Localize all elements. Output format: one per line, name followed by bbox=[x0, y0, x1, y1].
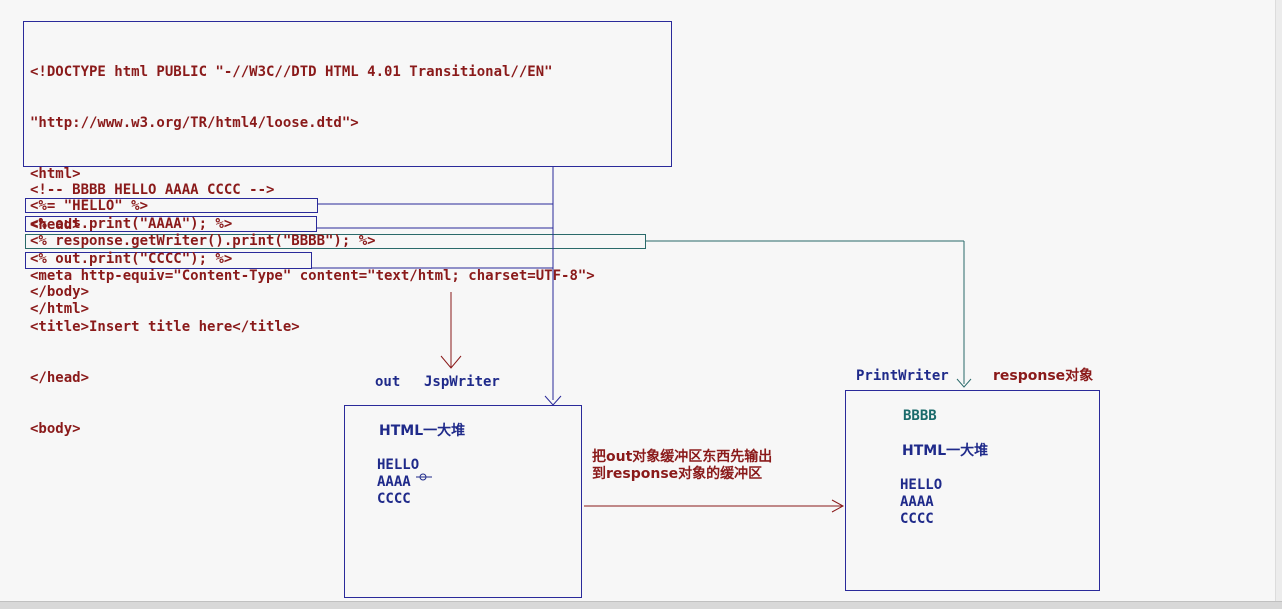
expr-hello-box bbox=[25, 198, 318, 213]
response-object-label: response对象 bbox=[993, 368, 1094, 384]
print-bbbb: <% response.getWriter().print("BBBB"); %… bbox=[30, 233, 376, 249]
expr-hello: <%= "HELLO" %> bbox=[30, 198, 149, 214]
code-line: <meta http-equiv="Content-Type" content=… bbox=[30, 268, 595, 284]
out-label: out bbox=[375, 374, 401, 390]
status-bar bbox=[0, 601, 1282, 609]
out-buffer-cccc: CCCC bbox=[377, 491, 411, 507]
print-aaaa: <% out.print("AAAA"); %> bbox=[30, 216, 233, 232]
code-line: </head> bbox=[30, 370, 90, 386]
transfer-arrow-head bbox=[831, 499, 845, 513]
out-buffer-html: HTML一大堆 bbox=[379, 423, 466, 439]
transfer-note-line1: 把out对象缓冲区东西先输出 bbox=[592, 449, 773, 465]
close-html: </html> bbox=[30, 301, 90, 317]
code-line: <html> bbox=[30, 166, 81, 182]
close-body: </body> bbox=[30, 284, 90, 300]
response-buffer-cccc: CCCC bbox=[900, 511, 934, 527]
response-buffer-bbbb: BBBB bbox=[903, 408, 937, 424]
jsp-comment: <!-- BBBB HELLO AAAA CCCC --> bbox=[30, 182, 275, 198]
response-buffer-box bbox=[845, 390, 1100, 591]
print-cccc: <% out.print("CCCC"); %> bbox=[30, 251, 233, 267]
out-buffer-box bbox=[344, 405, 582, 598]
code-line: <head> bbox=[30, 217, 81, 233]
out-buffer-aaaa: AAAA bbox=[377, 474, 411, 490]
arrow-to-response-box bbox=[956, 378, 972, 388]
response-buffer-html: HTML一大堆 bbox=[902, 443, 989, 459]
cursor-mark-circle bbox=[419, 473, 427, 481]
print-aaaa-box bbox=[25, 216, 317, 232]
code-line: <title>Insert title here</title> bbox=[30, 319, 300, 335]
transfer-note-line2: 到response对象的缓冲区 bbox=[592, 466, 763, 482]
print-cccc-box bbox=[25, 252, 312, 269]
jspwriter-label: JspWriter bbox=[424, 374, 500, 390]
code-line: <body> bbox=[30, 421, 81, 437]
printwriter-label: PrintWriter bbox=[856, 368, 949, 384]
html-header-code: <!DOCTYPE html PUBLIC "-//W3C//DTD HTML … bbox=[30, 30, 595, 455]
out-buffer-hello: HELLO bbox=[377, 457, 420, 473]
response-buffer-hello: HELLO bbox=[900, 477, 943, 493]
html-header-box bbox=[23, 21, 672, 167]
code-line: "http://www.w3.org/TR/html4/loose.dtd"> bbox=[30, 115, 359, 131]
arrow-jspwriter-head bbox=[440, 355, 462, 369]
response-buffer-aaaa: AAAA bbox=[900, 494, 934, 510]
vertical-scrollbar[interactable] bbox=[1275, 0, 1282, 601]
print-bbbb-box bbox=[25, 234, 646, 249]
code-line: <!DOCTYPE html PUBLIC "-//W3C//DTD HTML … bbox=[30, 64, 553, 80]
